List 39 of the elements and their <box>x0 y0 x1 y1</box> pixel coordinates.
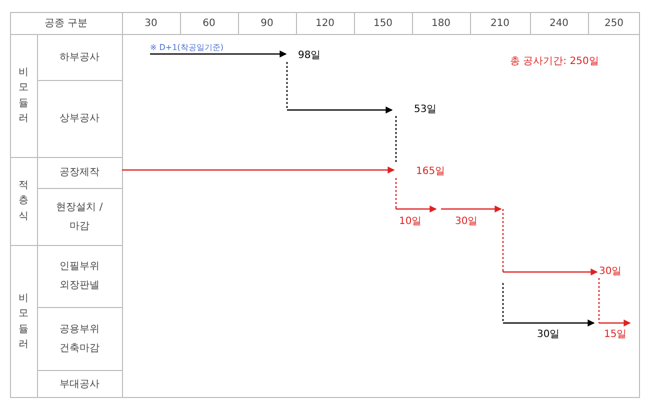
day-header: 30 <box>144 16 158 30</box>
group-label: 비모듈러 <box>18 66 30 126</box>
duration-label: 30일 <box>599 266 633 278</box>
work-item-label: 부대공사 <box>60 378 100 392</box>
work-item-label: 공용부위 건축마감 <box>58 322 100 356</box>
duration-label: 165일 <box>396 164 446 178</box>
duration-label: 10일 <box>399 209 441 227</box>
day-header: 180 <box>431 16 451 30</box>
group-label: 적층식 <box>18 178 30 224</box>
arrow <box>502 209 598 276</box>
group-label: 비모듈러 <box>18 292 30 352</box>
total-duration-note: 총 공사기간: 250일 <box>510 56 599 68</box>
duration-label: 30일 <box>537 323 595 341</box>
arrow <box>598 278 631 326</box>
arrow <box>122 166 395 174</box>
start-note: ※ D+1(착공일기준) <box>150 42 255 54</box>
work-item-label: 하부공사 <box>60 50 100 64</box>
duration-label: 30일 <box>455 209 503 227</box>
column-header: 공종 구분 <box>44 16 88 30</box>
arrow <box>150 50 287 58</box>
day-header: 240 <box>549 16 569 30</box>
arrow <box>502 283 595 326</box>
work-item-label: 현장설치 /마감 <box>55 200 104 234</box>
day-header: 120 <box>315 16 335 30</box>
day-header: 60 <box>202 16 216 30</box>
work-item-label: 상부공사 <box>60 112 100 126</box>
arrow <box>395 178 437 212</box>
arrow <box>441 206 502 212</box>
day-header: 90 <box>260 16 274 30</box>
duration-label: 98일 <box>287 50 322 62</box>
arrow <box>286 62 393 114</box>
dependency-line <box>395 116 397 164</box>
day-header: 150 <box>373 16 393 30</box>
duration-label: 53일 <box>396 104 441 116</box>
work-item-label: 인필부위 외장판넬 <box>58 260 100 293</box>
day-header: 250 <box>604 16 624 30</box>
day-header: 210 <box>490 16 510 30</box>
work-item-label: 공장제작 <box>60 166 100 180</box>
duration-label: 15일 <box>600 323 632 341</box>
